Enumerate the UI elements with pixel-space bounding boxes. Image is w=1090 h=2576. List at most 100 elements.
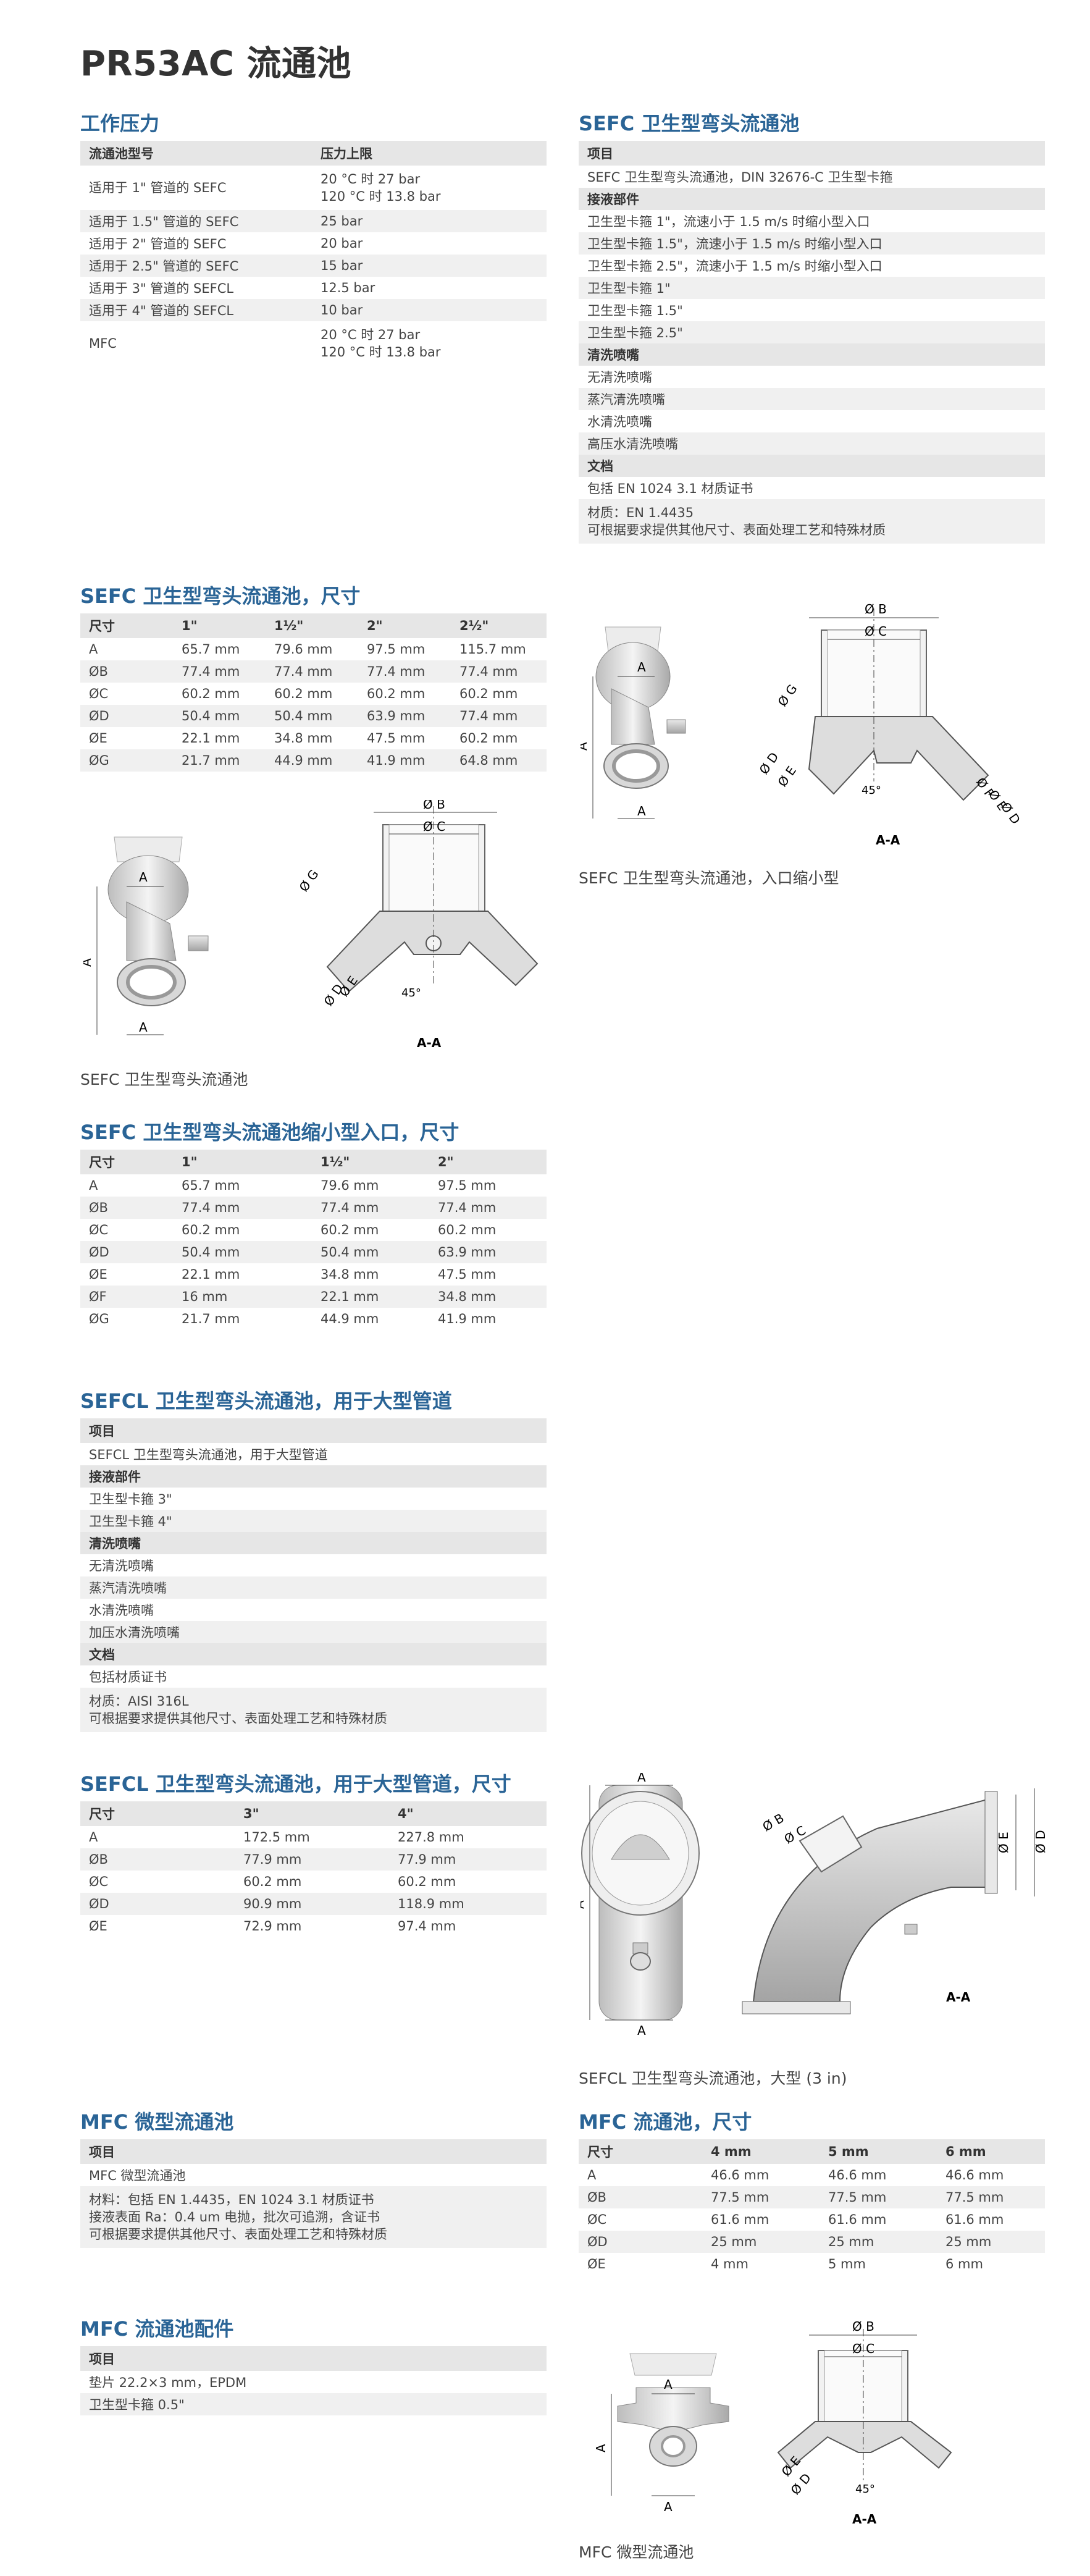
mfc-order-heading: MFC 微型流通池 — [80, 2110, 234, 2134]
col-header: 尺寸 — [80, 613, 173, 638]
table-cell: 60.2 mm — [182, 1223, 240, 1237]
section-header: 项目 — [579, 141, 1045, 166]
table-row: 适用于 1" 管道的 SEFC 20 °C 时 27 bar 120 °C 时 1… — [80, 166, 547, 210]
table-cell: 25 mm — [820, 2231, 937, 2253]
table-cell: 77.4 mm — [312, 1197, 429, 1219]
table-cell: 77.4 mm — [173, 660, 266, 683]
table-cell: ØE — [89, 1267, 107, 1282]
list-item: 包括 EN 1024 3.1 材质证书 — [579, 477, 1045, 499]
table-cell: A — [89, 1178, 98, 1193]
table-cell: 适用于 2" 管道的 SEFC — [89, 237, 227, 251]
col-header: 2½" — [451, 613, 547, 638]
dim-label: Ø B — [423, 800, 445, 812]
table-cell: A — [89, 642, 98, 657]
table-cell: 20 °C 时 27 bar 120 °C 时 13.8 bar — [321, 172, 441, 204]
table-cell: 22.1 mm — [182, 1267, 240, 1282]
table-cell: ØB — [80, 1197, 173, 1219]
table-cell: 97.5 mm — [438, 1178, 497, 1193]
table-cell: 79.6 mm — [321, 1178, 379, 1193]
dim-label: A — [637, 2023, 646, 2038]
table-cell: A — [89, 1830, 98, 1845]
table-cell: ØC — [89, 1223, 109, 1237]
table-cell: 适用于 3" 管道的 SEFCL — [89, 281, 234, 296]
dim-label: Ø D — [756, 749, 781, 777]
table-cell: ØD — [80, 1241, 173, 1263]
table-cell: 47.5 mm — [438, 1267, 497, 1282]
section-header: 接液部件 — [80, 1465, 547, 1488]
list-item: 水清洗喷嘴 — [579, 410, 1045, 432]
dim-label: Ø G — [774, 681, 800, 709]
list-item: 卫生型卡箍 2.5"，流速小于 1.5 m/s 时缩小型入口 — [579, 255, 1045, 277]
table-cell: 60.2 mm — [459, 731, 518, 746]
dim-label: A — [581, 1900, 587, 1909]
table-cell: 115.7 mm — [459, 642, 526, 657]
table-cell: 34.8 mm — [429, 1286, 547, 1308]
table-cell: 34.8 mm — [321, 1267, 379, 1282]
table-cell: 20 °C 时 27 bar 120 °C 时 13.8 bar — [321, 327, 441, 360]
table-cell: 无清洗喷嘴 — [89, 1559, 154, 1573]
angle-label: 45° — [401, 987, 421, 1000]
table-cell: 22.1 mm — [312, 1286, 429, 1308]
table-cell: 15 bar — [312, 255, 547, 277]
table-cell: ØB — [579, 2186, 702, 2208]
list-item: 材质：AISI 316L 可根据要求提供其他尺寸、表面处理工艺和特殊材质 — [80, 1688, 547, 1732]
dim-label: A — [664, 2377, 673, 2392]
angle-label: 45° — [855, 2483, 875, 2496]
list-item: 卫生型卡箍 3" — [80, 1488, 547, 1510]
table-cell: 文档 — [80, 1643, 547, 1665]
table-cell: 适用于 1" 管道的 SEFC — [89, 180, 227, 195]
dim-label: Ø C — [423, 819, 445, 834]
table-cell: 加压水清洗喷嘴 — [80, 1621, 547, 1643]
table-cell: 22.1 mm — [182, 731, 240, 746]
list-item: 无清洗喷嘴 — [80, 1554, 547, 1576]
table-cell: 适用于 1.5" 管道的 SEFC — [80, 210, 312, 232]
table-cell: 蒸汽清洗喷嘴 — [579, 388, 1045, 410]
caption-mfc: MFC 微型流通池 — [579, 2543, 694, 2561]
table-cell: 60.2 mm — [459, 686, 518, 701]
table-cell: 无清洗喷嘴 — [587, 370, 652, 385]
section-header: 文档 — [80, 1643, 547, 1665]
section-header: 清洗喷嘴 — [579, 343, 1045, 366]
table-cell: 65.7 mm — [182, 642, 240, 657]
list-item: 卫生型卡箍 1"，流速小于 1.5 m/s 时缩小型入口 — [579, 210, 1045, 232]
col-header: 1" — [173, 613, 266, 638]
table-cell: 77.5 mm — [702, 2186, 820, 2208]
table-cell: SEFC 卫生型弯头流通池，DIN 32676-C 卫生型卡箍 — [587, 170, 893, 185]
table-cell: 77.9 mm — [235, 1848, 389, 1871]
table-cell: 77.4 mm — [451, 705, 547, 727]
mfc-drawing: A A A Ø B Ø C Ø E Ø D 45° A-A — [593, 2319, 952, 2527]
table-cell: 适用于 2.5" 管道的 SEFC — [80, 255, 312, 277]
table-cell: 25 mm — [937, 2231, 1045, 2253]
col-header: 尺寸 — [579, 2139, 702, 2164]
table-cell: 44.9 mm — [266, 749, 358, 772]
table-cell: 60.2 mm — [243, 1874, 302, 1889]
list-item: 卫生型卡箍 1.5" — [579, 299, 1045, 321]
table-cell: 63.9 mm — [358, 705, 451, 727]
col-header: 6 mm — [937, 2139, 1045, 2164]
list-item: 水清洗喷嘴 — [80, 1599, 547, 1621]
col-header: 2" — [429, 1150, 547, 1174]
sefc-reduced-drawing: A A A Ø B Ø C Ø G Ø D Ø E Ø F Ø E Ø D 45… — [581, 602, 1023, 848]
section-header: 项目 — [80, 2346, 547, 2371]
table-cell: 46.6 mm — [945, 2168, 1004, 2182]
table-cell: ØF — [80, 1286, 173, 1308]
table-cell: 41.9 mm — [438, 1311, 497, 1326]
table-cell: 卫生型卡箍 1.5" — [587, 303, 683, 318]
table-cell: 64.8 mm — [451, 749, 547, 772]
table-cell: 蒸汽清洗喷嘴 — [80, 1576, 547, 1599]
table-cell: MFC — [89, 336, 117, 351]
